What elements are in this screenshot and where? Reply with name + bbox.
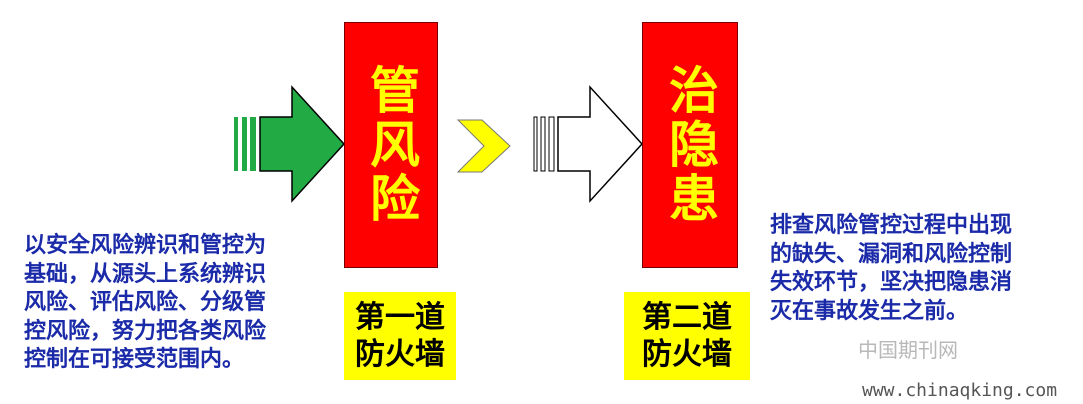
watermark-cn: 中国期刊网 — [858, 338, 958, 362]
second-firewall-label: 第二道 防火墙 — [642, 299, 732, 373]
chevron-right-icon — [456, 119, 511, 173]
right-description: 排查风险管控过程中出现 的缺失、漏洞和风险控制 失效环节，坚决把隐患消 灭在事故… — [770, 213, 1013, 324]
green-arrow-icon — [234, 85, 346, 203]
fix-hazard-box: 治隐患 — [642, 22, 738, 268]
second-firewall-box: 第二道 防火墙 — [624, 292, 750, 380]
fix-hazard-label: 治隐患 — [661, 64, 719, 226]
first-firewall-label: 第一道 防火墙 — [355, 299, 445, 373]
first-firewall-box: 第一道 防火墙 — [344, 292, 456, 380]
watermark-url: www.chinaqking.com — [862, 380, 1058, 401]
white-arrow-icon — [533, 85, 644, 203]
manage-risk-box: 管风险 — [344, 22, 438, 268]
manage-risk-label: 管风险 — [362, 64, 420, 226]
left-description: 以安全风险辨识和管控为 基础，从源头上系统辨识 风险、评估风险、分级管 控风险，… — [24, 233, 267, 373]
